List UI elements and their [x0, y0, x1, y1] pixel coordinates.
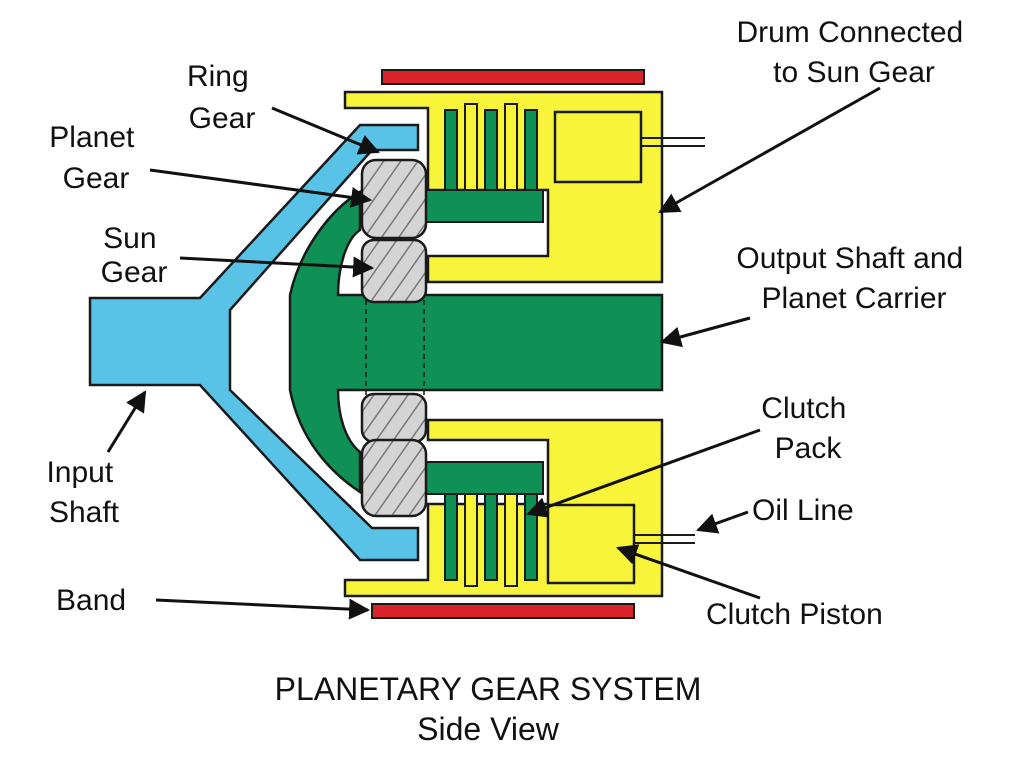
arrow-oil-line	[696, 510, 749, 534]
label-clutch-piston: Clutch Piston	[706, 598, 883, 631]
clutch-plates-top	[444, 103, 538, 191]
planet-gear-top	[360, 158, 428, 240]
arrow-sun-gear	[179, 256, 375, 278]
label-clutch-pack: Clutch Pack	[761, 392, 854, 465]
label-ring-gear: Ring Gear	[187, 60, 257, 135]
clutch-piston-bottom	[546, 503, 636, 585]
sun-gear-bottom	[360, 392, 428, 444]
label-drum: Drum Connected to Sun Gear	[736, 16, 971, 89]
label-sun-gear: Sun Gear	[101, 222, 168, 289]
clutch-piston-top	[553, 110, 643, 184]
arrow-input-shaft	[106, 390, 147, 453]
label-band: Band	[56, 584, 126, 617]
label-planet-gear: Planet Gear	[49, 121, 142, 195]
arrow-output	[659, 316, 751, 348]
carrier-pin-bottom	[424, 461, 544, 495]
band-top	[381, 69, 645, 85]
arrow-clutch-piston	[616, 544, 761, 600]
planet-gear-bottom	[360, 438, 428, 518]
label-input-shaft: Input Shaft	[46, 456, 121, 529]
arrow-clutch-pack	[526, 428, 761, 518]
arrow-ring-gear	[271, 106, 380, 155]
caption-subtitle: Side View	[417, 711, 560, 747]
caption-title: PLANETARY GEAR SYSTEM	[275, 671, 702, 707]
input-shaft	[88, 123, 420, 562]
label-oil-line: Oil Line	[752, 494, 854, 527]
sun-gear-top	[360, 238, 428, 304]
clutch-plates-bottom	[444, 493, 538, 587]
arrow-planet-gear	[149, 168, 373, 208]
label-output-shaft: Output Shaft and Planet Carrier	[736, 242, 971, 315]
carrier-pin-top	[424, 189, 544, 223]
arrow-band	[155, 598, 371, 620]
arrow-drum	[658, 86, 881, 214]
output-carrier	[288, 189, 664, 495]
band-bottom	[371, 603, 635, 619]
